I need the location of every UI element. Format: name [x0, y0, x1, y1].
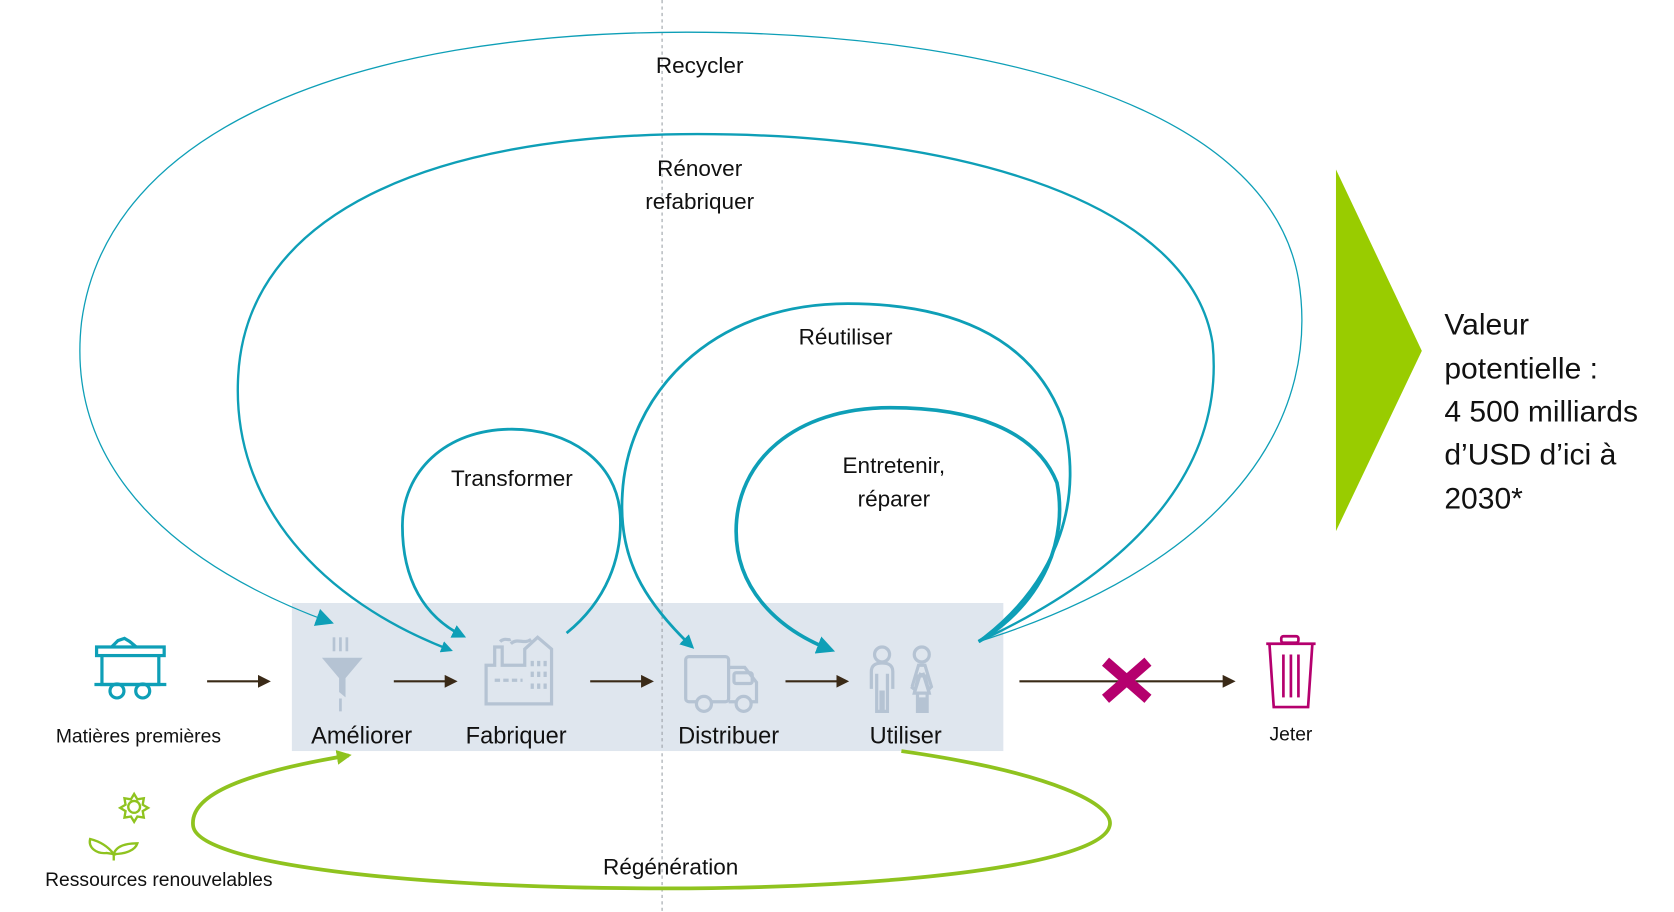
value-line: potentielle :: [1444, 353, 1598, 386]
value-line: Valeur: [1444, 309, 1529, 342]
truck-icon: [684, 655, 759, 713]
trash-icon: [1266, 634, 1316, 709]
loop-transform-arrow: [401, 427, 622, 638]
loop-label-maintain-line2: réparer: [858, 486, 931, 511]
value-arrow-icon: [1335, 169, 1422, 532]
loop-label-refurbish-line2: refabriquer: [645, 189, 754, 214]
loop-recycle-arrow: [79, 31, 1303, 643]
value-line: 2030*: [1444, 483, 1523, 516]
loop-label-regeneration: Régénération: [603, 854, 738, 879]
loop-maintain-arrow: [734, 405, 1062, 654]
plant-sun-icon: [88, 791, 151, 861]
loop-refurbish-arrow: [236, 132, 1215, 653]
loop-label-recycle: Recycler: [656, 53, 744, 78]
loop-label-refurbish-line1: Rénover: [657, 156, 743, 181]
stage-label-manufacture: Fabriquer: [466, 724, 567, 750]
factory-icon: [484, 635, 554, 706]
value-line: 4 500 milliards: [1444, 396, 1638, 429]
cross-icon: [1101, 657, 1152, 703]
loop-label-reuse: Réutiliser: [799, 324, 893, 349]
output-label-discard: Jeter: [1269, 724, 1312, 745]
people-icon: [869, 645, 934, 713]
mine-cart-icon: [94, 636, 167, 700]
value-text: Valeur potentielle : 4 500 milliards d’U…: [1444, 309, 1638, 516]
loop-label-maintain-line1: Entretenir,: [843, 453, 946, 478]
stage-label-improve: Améliorer: [311, 724, 412, 750]
funnel-icon: [321, 637, 363, 712]
loop-reuse-arrow: [620, 302, 1072, 649]
input-label-raw-materials: Matières premières: [56, 726, 221, 747]
stage-label-distribute: Distribuer: [678, 724, 779, 750]
value-line: d’USD d’ici à: [1444, 439, 1616, 472]
loop-label-transform: Transformer: [451, 466, 573, 491]
input-label-renewables: Ressources renouvelables: [45, 870, 272, 891]
stage-label-use: Utiliser: [870, 724, 942, 750]
loop-regeneration-arrow: [191, 749, 1112, 891]
